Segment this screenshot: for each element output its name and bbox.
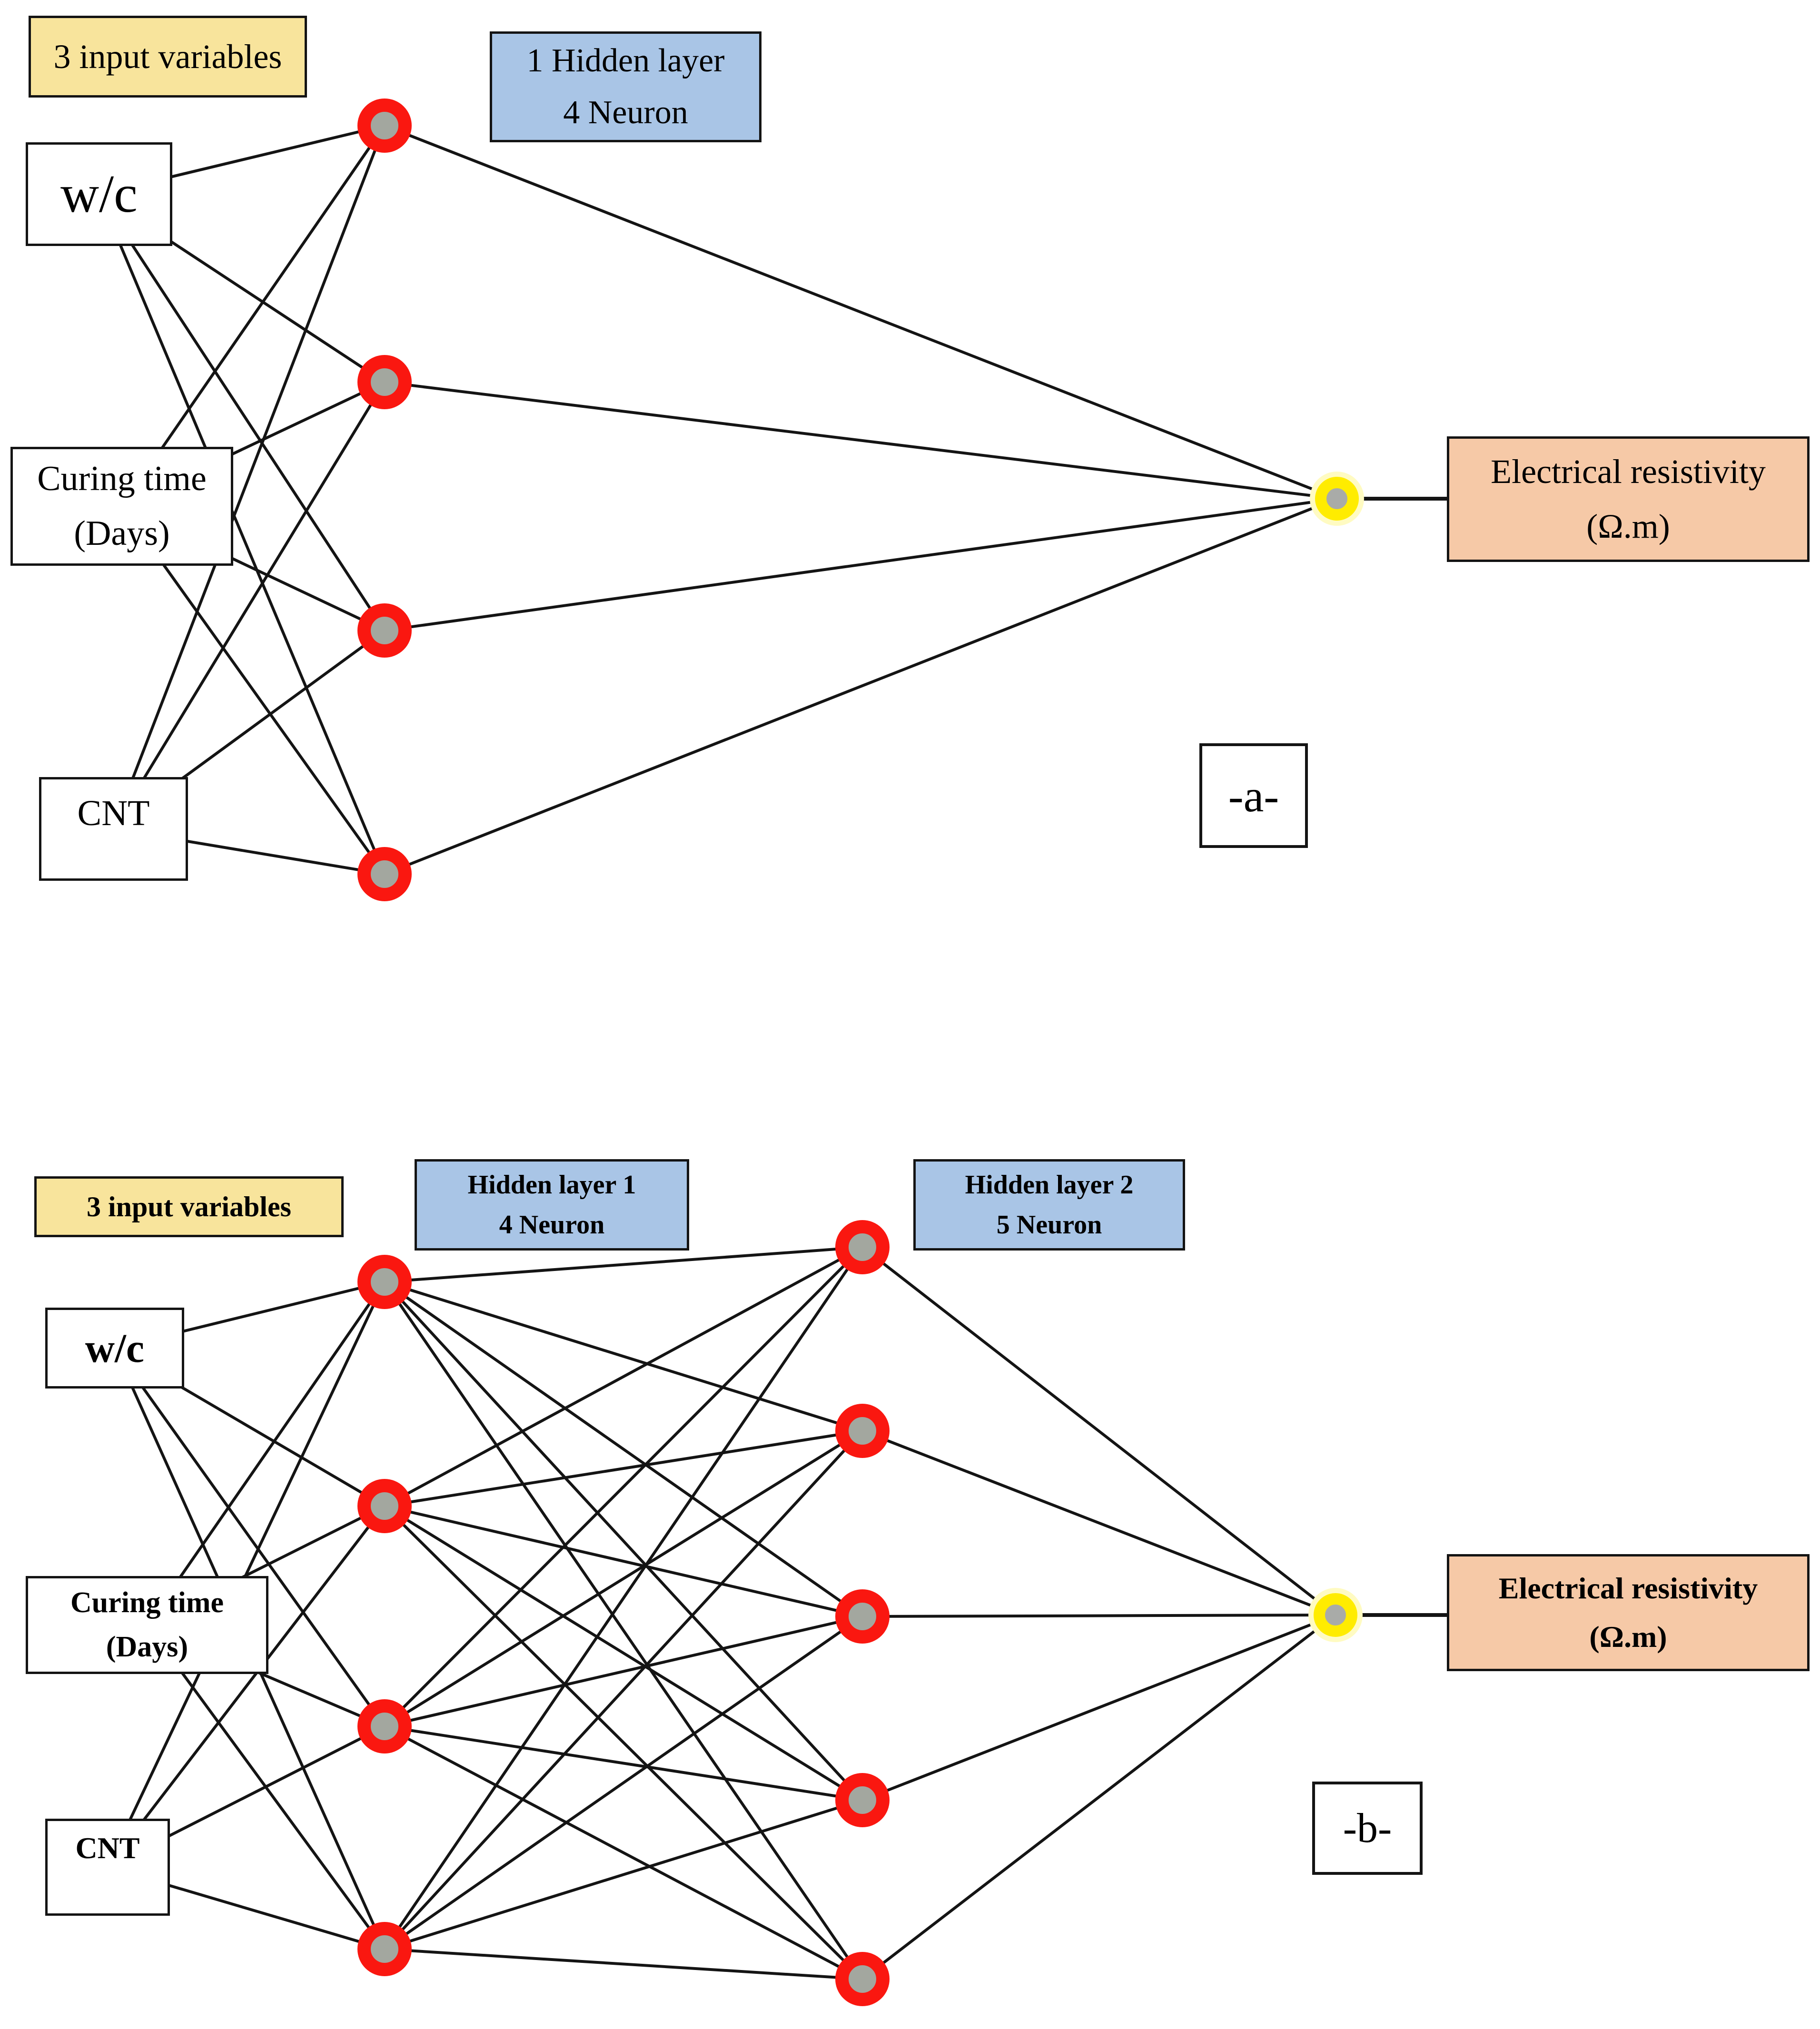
hidden-neuron-a: [357, 847, 412, 901]
connection-edge-b: [861, 1429, 1336, 1616]
connection-edge-b: [384, 1429, 863, 1728]
label-text: 3 input variables: [86, 1191, 292, 1222]
connection-edge-b: [383, 1246, 864, 1728]
panel-b-hidden-layer-2-label: Hidden layer 2 5 Neuron: [913, 1159, 1185, 1251]
connection-edge-b: [383, 1280, 864, 1802]
connection-edge-b: [384, 1948, 863, 1980]
panel-b-input-box-curing-time: Curing time (Days): [26, 1576, 268, 1674]
input-label-line2: (Days): [106, 1631, 188, 1663]
hidden-neuron-b: [835, 1220, 890, 1274]
connection-edge-a: [98, 193, 386, 631]
panel-b-input-box-wc: w/c: [45, 1308, 184, 1389]
hidden-neuron-b: [835, 1404, 890, 1458]
connection-edge-b: [384, 1615, 863, 1950]
hidden-neuron-a: [357, 98, 412, 153]
connection-edge-b: [384, 1725, 863, 1980]
hidden-neuron-b: [835, 1952, 890, 2006]
hidden-neuron-b: [835, 1589, 890, 1644]
panel-b-hidden-layer-1-label: Hidden layer 1 4 Neuron: [415, 1159, 689, 1251]
connection-edge-a: [112, 125, 386, 830]
connection-edge-a: [120, 505, 386, 875]
connection-edge-a: [384, 497, 1337, 632]
connection-edge-b: [113, 1347, 386, 1727]
label-line2: 5 Neuron: [996, 1210, 1102, 1240]
output-label-line2: (Ω.m): [1586, 507, 1670, 545]
connection-edge-b: [383, 1505, 864, 1980]
connection-edge-a: [384, 124, 1338, 500]
connection-edge-a: [120, 125, 386, 507]
panel-a-input-box-curing-time: Curing time (Days): [10, 447, 233, 566]
panel-a-input-box-wc: w/c: [26, 142, 172, 246]
connection-edge-a: [384, 381, 1337, 500]
panel-b-output-box: Electrical resistivity (Ω.m): [1447, 1554, 1810, 1671]
connection-edge-b: [146, 1281, 386, 1626]
connection-edge-a: [98, 193, 386, 875]
hidden-neuron-b: [835, 1773, 890, 1827]
connection-edge-a: [112, 381, 386, 830]
hidden-neuron-b: [357, 1255, 412, 1309]
connection-edge-b: [384, 1615, 863, 1728]
panel-b-caption: -b-: [1312, 1782, 1423, 1875]
panel-a-hidden-layer-label: 1 Hidden layer 4 Neuron: [490, 31, 762, 142]
input-label-line1: Curing time: [37, 459, 207, 499]
output-neuron-a: [1315, 477, 1359, 521]
hidden-neuron-b: [357, 1699, 412, 1753]
connection-edge-b: [861, 1246, 1336, 1616]
connection-edge-b: [106, 1281, 386, 1868]
connection-edge-b: [862, 1614, 1336, 1618]
output-label-line1: Electrical resistivity: [1491, 452, 1766, 491]
input-label-line1: Curing time: [70, 1586, 224, 1619]
input-label: w/c: [85, 1325, 145, 1371]
connection-edge-b: [383, 1281, 864, 1980]
input-label: w/c: [60, 164, 138, 224]
connection-edge-b: [384, 1246, 863, 1283]
label-line1: Hidden layer 2: [965, 1170, 1134, 1200]
panel-a-output-box: Electrical resistivity (Ω.m): [1447, 436, 1810, 562]
label-line1: Hidden layer 1: [467, 1170, 636, 1200]
hidden-neuron-b: [357, 1479, 412, 1533]
hidden-neuron-a: [357, 603, 412, 658]
connection-edge-b: [384, 1280, 863, 1618]
label-line2: 4 Neuron: [499, 1210, 605, 1240]
panel-b-input-variables-label: 3 input variables: [34, 1176, 344, 1237]
connection-edge-b: [383, 1246, 864, 1950]
label-text: 3 input variables: [53, 37, 282, 76]
connection-edge-b: [384, 1429, 863, 1507]
connection-edge-b: [384, 1280, 863, 1432]
connection-edge-b: [861, 1614, 1336, 1802]
connection-edge-b: [383, 1429, 864, 1950]
input-label-line2: (Days): [74, 514, 170, 553]
caption-text: -b-: [1343, 1805, 1392, 1852]
output-neuron-b: [1314, 1593, 1357, 1637]
panel-a-input-box-cnt: CNT: [39, 777, 188, 881]
panel-a-input-variables-label: 3 input variables: [29, 16, 307, 98]
connection-edge-b: [384, 1246, 863, 1507]
connection-edge-b: [384, 1725, 863, 1802]
hidden-neuron-a: [357, 355, 412, 409]
output-label-line1: Electrical resistivity: [1498, 1571, 1758, 1605]
connection-edge-b: [861, 1614, 1336, 1980]
caption-text: -a-: [1228, 770, 1279, 821]
connection-edge-a: [384, 497, 1338, 876]
connection-edge-b: [384, 1799, 863, 1950]
hidden-neuron-b: [357, 1922, 412, 1976]
label-line2: 4 Neuron: [563, 94, 688, 131]
connection-edge-b: [384, 1505, 863, 1802]
input-label: CNT: [77, 793, 150, 833]
panel-a-caption: -a-: [1199, 743, 1308, 848]
connection-edge-b: [106, 1505, 386, 1868]
output-label-line2: (Ω.m): [1589, 1620, 1667, 1654]
label-line1: 1 Hidden layer: [526, 42, 725, 79]
panel-b-input-box-cnt: CNT: [45, 1819, 170, 1916]
input-label: CNT: [75, 1831, 140, 1865]
connection-edge-b: [384, 1505, 863, 1618]
